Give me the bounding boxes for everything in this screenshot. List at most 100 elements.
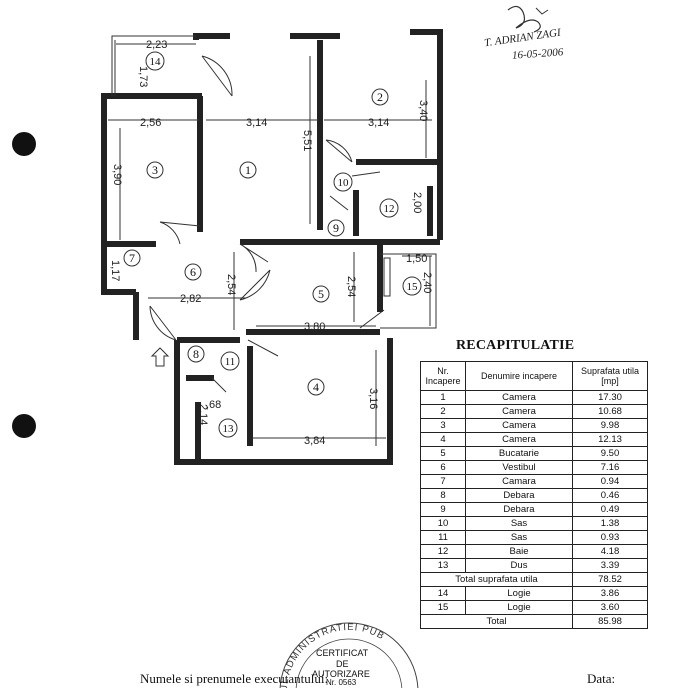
dim-label: 2,56 [140, 117, 161, 129]
dim-label: 1,17 [109, 260, 121, 281]
dim-label: 2,40 [421, 272, 433, 293]
recap-cell-area: 0.94 [572, 474, 648, 489]
room-marker: 10 [333, 172, 353, 192]
walls [101, 29, 443, 465]
recap-cell-nr: 13 [420, 558, 466, 573]
room-marker: 7 [123, 249, 141, 267]
total-area: 85.98 [572, 614, 648, 629]
recap-cell-name: Camera [465, 418, 573, 433]
dim-label: 2,23 [146, 39, 167, 51]
svg-text:14: 14 [150, 56, 162, 68]
recap-cell-area: 3.60 [572, 600, 648, 615]
recap-cell-nr: 6 [420, 460, 466, 475]
recap-cell-nr: 3 [420, 418, 466, 433]
recap-cell-area: 3.39 [572, 558, 648, 573]
recap-cell-name: Dus [465, 558, 573, 573]
svg-text:2: 2 [377, 90, 383, 104]
recap-cell-name: Bucatarie [465, 446, 573, 461]
door-swings [149, 55, 385, 393]
svg-text:13: 13 [223, 423, 235, 435]
recap-cell-nr: 4 [420, 432, 466, 447]
entrance-arrow-icon [150, 347, 170, 367]
recap-cell-name: Debara [465, 488, 573, 503]
recap-cell-area: 9.98 [572, 418, 648, 433]
svg-text:3: 3 [152, 163, 158, 177]
room-marker: 14 [145, 51, 165, 71]
punch-hole-bottom [12, 414, 36, 438]
room-marker: 15 [402, 276, 422, 296]
col-name-header: Denumire incapere [465, 361, 573, 391]
recap-cell-name: Logie [465, 586, 573, 601]
room-marker: 12 [379, 198, 399, 218]
svg-text:7: 7 [129, 251, 135, 265]
dim-label: 3,90 [111, 164, 123, 185]
subtotal-area: 78.52 [572, 572, 648, 587]
recap-cell-area: 12.13 [572, 432, 648, 447]
dim-label: 3,14 [246, 117, 267, 129]
signature-block: T. ADRIAN ZAGI 16-05-2006 [478, 2, 588, 68]
recap-title: RECAPITULATIE [456, 338, 575, 353]
room-marker: 1 [239, 161, 257, 179]
recap-cell-area: 0.93 [572, 530, 648, 545]
svg-text:8: 8 [193, 347, 199, 361]
room-marker: 2 [371, 88, 389, 106]
room-marker: 13 [218, 418, 238, 438]
dim-label: 3,16 [367, 388, 379, 409]
recap-cell-nr: 1 [420, 390, 466, 405]
dim-label: 2,54 [225, 274, 237, 295]
dim-label: ,68 [206, 399, 221, 411]
col-nr-header: Nr. Incapere [420, 361, 466, 391]
recap-cell-area: 3.86 [572, 586, 648, 601]
recap-cell-name: Vestibul [465, 460, 573, 475]
recap-cell-nr: 8 [420, 488, 466, 503]
recap-header-row: Nr. Incapere Denumire incapere Suprafata… [420, 361, 648, 391]
loggias [111, 35, 437, 329]
dim-label: 2,00 [411, 192, 423, 213]
recap-table: Nr. Incapere Denumire incapere Suprafata… [420, 361, 648, 629]
dim-label: 1,50 [406, 253, 427, 265]
executant-label: Numele si prenumele executantului: [140, 671, 329, 686]
svg-text:15: 15 [407, 281, 419, 293]
total-label: Total [420, 614, 573, 629]
recap-cell-nr: 7 [420, 474, 466, 489]
stamp-line-4: Nr. 0563 [326, 678, 357, 687]
stamp-ring: UL ADMINISTRATIEI PUB [279, 622, 419, 688]
svg-text:6: 6 [190, 265, 196, 279]
recap-cell-nr: 10 [420, 516, 466, 531]
recap-cell-name: Camera [465, 390, 573, 405]
recap-cell-area: 10.68 [572, 404, 648, 419]
room-marker: 5 [312, 285, 330, 303]
room-marker: 11 [220, 351, 240, 371]
recap-cell-nr: 15 [420, 600, 466, 615]
svg-text:4: 4 [313, 380, 319, 394]
room-numbers: 1 2 3 4 5 6 7 8 9 10 11 12 13 14 15 [123, 51, 422, 438]
recap-cell-area: 4.18 [572, 544, 648, 559]
svg-text:1: 1 [245, 163, 251, 177]
col-area-header: Suprafata utila [mp] [572, 361, 648, 391]
room-marker: 4 [307, 378, 325, 396]
dim-label: 3,84 [304, 435, 325, 447]
recap-cell-nr: 9 [420, 502, 466, 517]
certificate-stamp: UL ADMINISTRATIEI PUB CERTIFICAT DE AUTO… [272, 614, 422, 688]
recap-cell-nr: 5 [420, 446, 466, 461]
recap-cell-name: Camera [465, 404, 573, 419]
date-label: Data: [587, 671, 616, 686]
recap-cell-area: 1.38 [572, 516, 648, 531]
recap-cell-nr: 12 [420, 544, 466, 559]
recap-cell-name: Camera [465, 432, 573, 447]
recap-cell-area: 9.50 [572, 446, 648, 461]
recap-cell-name: Baie [465, 544, 573, 559]
svg-text:12: 12 [384, 203, 395, 215]
svg-text:10: 10 [338, 177, 350, 189]
